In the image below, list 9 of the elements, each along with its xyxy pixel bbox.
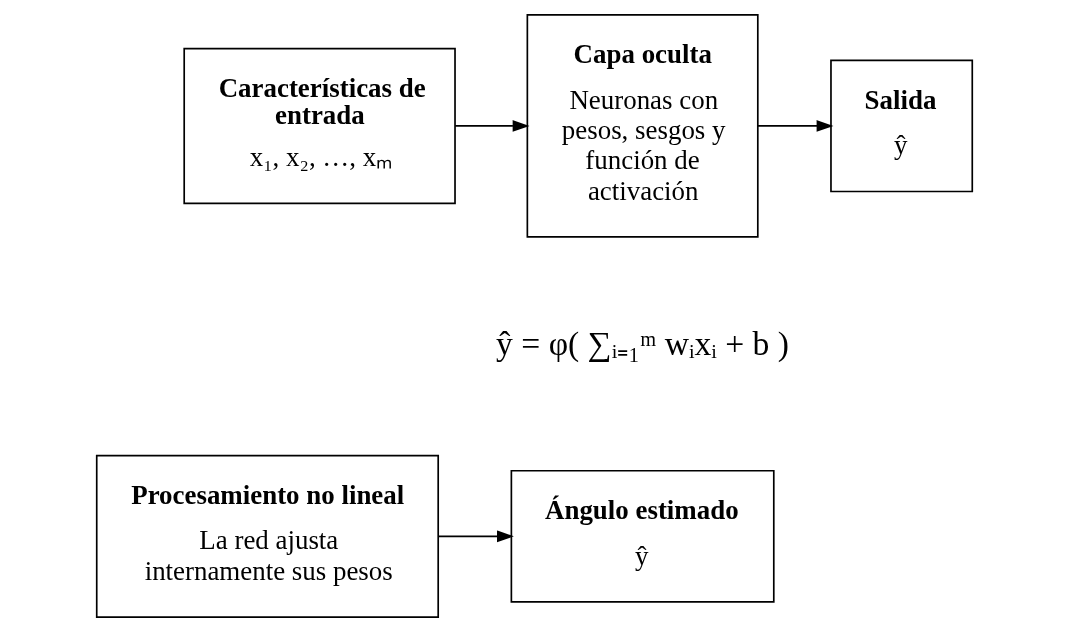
node-box: Capa oculta Neuronas con pesos, sesgos y función de activación (526, 14, 759, 238)
arrow (453, 120, 529, 132)
arrow (437, 530, 514, 543)
label: ŷ = φ( ∑ᵢ₌₁ᵐ wᵢxᵢ + b ) (495, 324, 789, 362)
arrow (756, 120, 833, 132)
node-box: Ángulo estimado ŷ (510, 469, 775, 603)
node-box: Procesamiento no lineal La red ajusta internamente sus pesos (95, 454, 439, 618)
node-box: Características de entrada x₁, x₂, …, xₘ (182, 47, 456, 205)
node-box: Salida ŷ (829, 59, 973, 193)
